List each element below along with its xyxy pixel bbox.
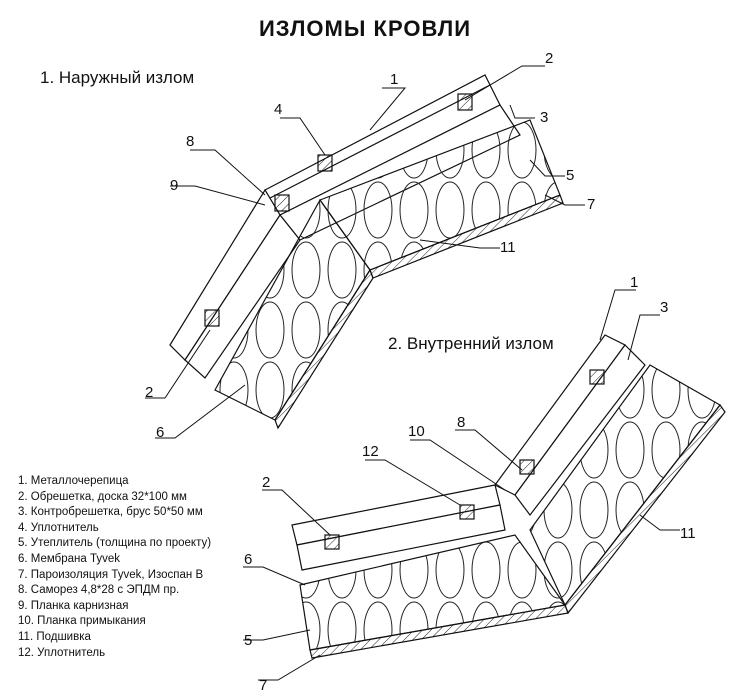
outer-break-callouts: 1 2 3 4 5 7 8 9 11 2 6	[145, 50, 595, 441]
legend-item: 12. Уплотнитель	[18, 646, 106, 659]
callout-8-top: 8	[186, 133, 194, 150]
section-title-outer: 1. Наружный излом	[40, 68, 195, 87]
callout-5-top: 5	[566, 167, 574, 184]
callout-5-bottom: 5	[244, 632, 252, 649]
sealant-7	[519, 459, 535, 475]
outer-break-leaders	[145, 65, 585, 439]
legend-item: 7. Пароизоляция Tyvek, Изоспан В	[18, 568, 204, 581]
callout-3-top: 3	[540, 109, 548, 126]
legend-item: 10. Планка примыкания	[18, 615, 146, 628]
sealant-2	[457, 93, 473, 111]
battens-left	[296, 504, 506, 571]
legend-item: 8. Саморез 4,8*28 с ЭПДМ пр.	[18, 584, 180, 597]
legend-item: 3. Контробрешетка, брус 50*50 мм	[18, 506, 203, 519]
vapor-barrier-lower	[274, 268, 374, 430]
vapor-right	[564, 403, 726, 615]
inner-break-leaders	[243, 289, 680, 681]
callout-7-bottom: 7	[259, 677, 267, 694]
callout-2-top: 2	[545, 50, 553, 67]
callout-11-top: 11	[500, 239, 516, 256]
section-title-inner: 2. Внутренний излом	[388, 334, 554, 353]
legend-item: 4. Уплотнитель	[18, 521, 99, 534]
callout-12-bottom: 12	[362, 443, 379, 460]
legend-item: 11. Подшивка	[18, 630, 91, 643]
callout-6-top: 6	[156, 424, 164, 441]
sealant-1	[317, 154, 333, 172]
sealant-4	[204, 309, 220, 327]
callout-4-top: 4	[274, 101, 282, 118]
inner-break-callouts: 1 3 8 10 12 2 6 5 7 11	[244, 274, 696, 694]
sealant-8	[589, 369, 605, 385]
legend-item: 2. Обрешетка, доска 32*100 мм	[18, 490, 187, 503]
callout-1-top: 1	[390, 71, 398, 88]
legend-item: 9. Планка карнизная	[18, 599, 129, 612]
callout-11-bottom: 11	[680, 525, 696, 542]
callout-8-bottom: 8	[457, 414, 465, 431]
outer-break-drawing	[169, 74, 564, 430]
inner-break-drawing	[291, 334, 726, 659]
page-title: ИЗЛОМЫ КРОВЛИ	[258, 16, 472, 41]
callout-7-top: 7	[587, 196, 595, 213]
legend-item: 1. Металлочерепица	[18, 475, 129, 487]
callout-3-bottom: 3	[660, 299, 668, 316]
callout-10-bottom: 10	[408, 423, 425, 440]
legend-item: 6. Мембрана Tyvek	[18, 552, 121, 565]
callout-2-bottom: 2	[262, 474, 270, 491]
battens-right	[514, 344, 646, 516]
legend-list: 1. Металлочерепица 2. Обрешетка, доска 3…	[18, 474, 211, 661]
callout-1-bottom: 1	[630, 274, 638, 291]
sealant-3	[274, 194, 290, 212]
sealant-6	[459, 504, 475, 520]
callout-6-bottom: 6	[244, 551, 252, 568]
callout-9-top: 9	[170, 177, 178, 194]
legend-item: 5. Утеплитель (толщина по проекту)	[18, 537, 212, 550]
callout-2b-top: 2	[145, 384, 153, 401]
sealant-5	[324, 534, 340, 550]
